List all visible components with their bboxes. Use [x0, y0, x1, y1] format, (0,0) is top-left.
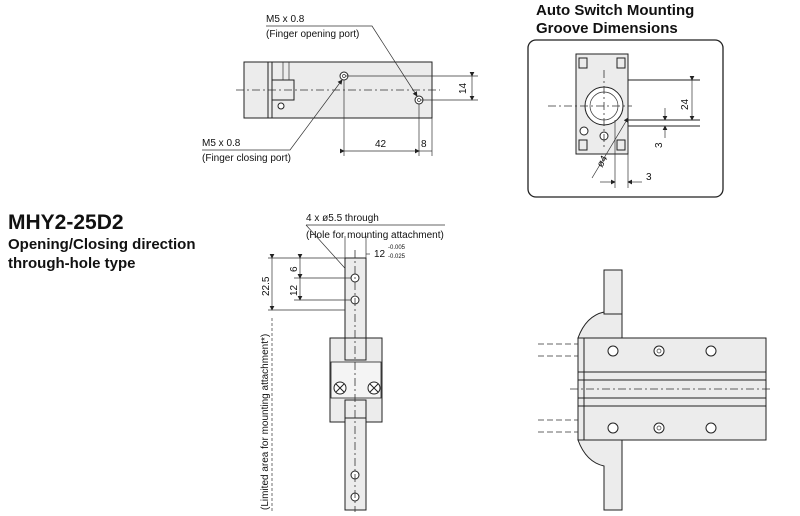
front-view: 4 x ø5.5 through (Hole for mounting atta… [260, 213, 445, 512]
dim-42: 42 [375, 139, 387, 150]
flange-lower [577, 439, 623, 511]
dim-14: 14 [458, 82, 469, 94]
tolerance-lower: -0.025 [388, 254, 406, 260]
top-view: M5 x 0.8 (Finger opening port) M5 x 0.8 … [202, 14, 478, 164]
hole-label-a: 4 x ø5.5 through [306, 213, 379, 224]
hole-label-b: (Hole for mounting attachment) [306, 230, 444, 241]
port1-label-a: M5 x 0.8 [266, 14, 305, 25]
tolerance-upper: -0.005 [388, 245, 406, 251]
switch-title-1: Auto Switch Mounting [536, 2, 694, 19]
dim-12: 12 [289, 284, 300, 296]
dim-3-vertical: 3 [654, 142, 665, 148]
dim-6: 6 [289, 266, 300, 272]
switch-groove-detail: Auto Switch Mounting Groove Dimensions 2… [527, 2, 724, 198]
dim-22-5: 22.5 [261, 276, 272, 296]
dim-3-horizontal: 3 [646, 172, 652, 183]
side-view [538, 269, 772, 511]
dim-phi4: ø4 [595, 154, 611, 170]
dim-24: 24 [680, 98, 691, 110]
dim-12-width: 12 [374, 249, 386, 260]
subtitle-line1: Opening/Closing direction [8, 236, 196, 253]
title-block: MHY2-25D2 Opening/Closing direction thro… [8, 211, 196, 272]
port2-label-b: (Finger closing port) [202, 153, 291, 164]
subtitle-line2: through-hole type [8, 255, 136, 272]
port2-label-a: M5 x 0.8 [202, 138, 241, 149]
dim-8: 8 [421, 139, 427, 150]
switch-title-2: Groove Dimensions [536, 20, 678, 37]
model-title: MHY2-25D2 [8, 211, 124, 234]
limited-area-label: (Limited area for mounting attachment*) [260, 334, 271, 510]
lower-finger [344, 417, 367, 511]
finger-port-hole-left [277, 102, 285, 110]
port1-label-b: (Finger opening port) [266, 29, 359, 40]
